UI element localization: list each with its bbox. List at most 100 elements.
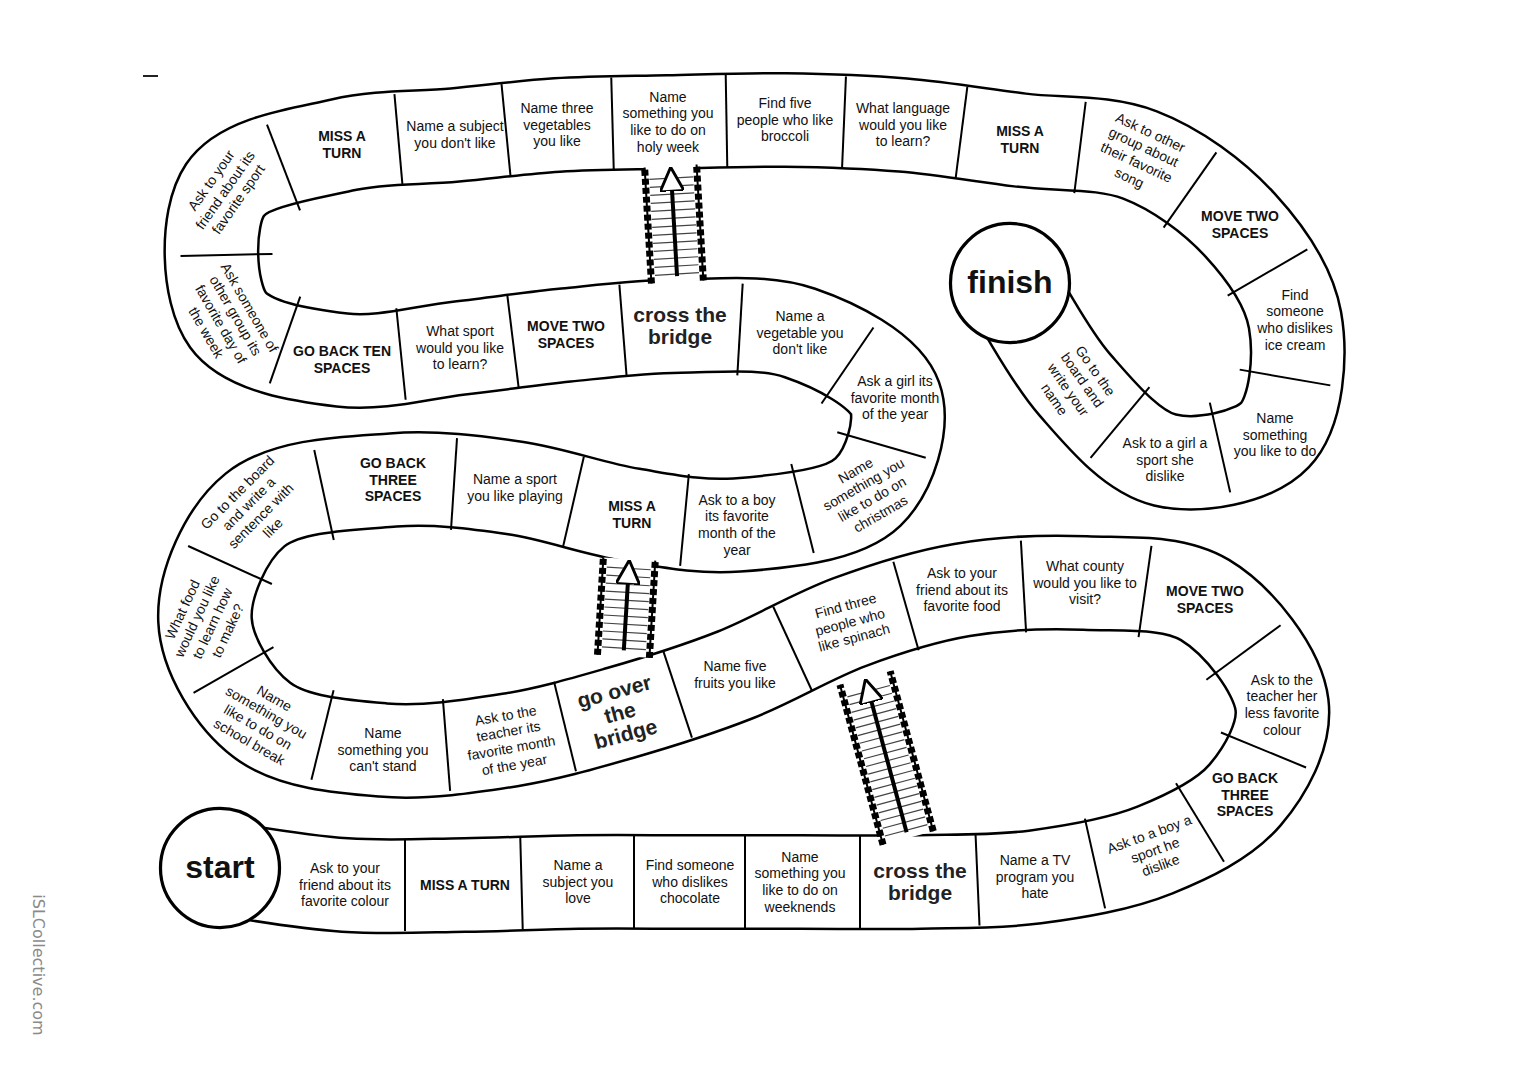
board-space: Ask someone of other group its favorite … bbox=[161, 248, 295, 392]
board-space: Name something you can't stand bbox=[330, 706, 436, 794]
space-divider bbox=[563, 457, 584, 547]
space-text: Ask to your friend about its favorite co… bbox=[295, 860, 395, 910]
stray-mark bbox=[143, 75, 158, 77]
bridge-rail-line bbox=[649, 561, 655, 658]
board-space: Name something you like to do on weeknen… bbox=[743, 838, 857, 926]
space-text: Ask someone of other group its favorite … bbox=[173, 258, 282, 381]
board-space: Ask to your friend about its favorite sp… bbox=[157, 119, 293, 261]
board-space: Name five fruits you like bbox=[683, 631, 787, 719]
bridge-rail-line bbox=[840, 685, 883, 845]
bridge-rail-line bbox=[597, 557, 603, 654]
space-divider bbox=[859, 836, 861, 928]
space-divider bbox=[837, 432, 925, 457]
space-divider bbox=[976, 834, 980, 926]
action-space: MOVE TWO SPACES bbox=[1150, 556, 1260, 644]
space-divider bbox=[443, 699, 450, 791]
bridge-arrow bbox=[671, 172, 677, 276]
action-space: GO BACK THREE SPACES bbox=[338, 436, 448, 524]
space-divider bbox=[404, 839, 406, 931]
space-text: MISS A TURN bbox=[420, 877, 510, 894]
space-divider bbox=[554, 682, 576, 771]
space-text: Ask to other group about their favorite … bbox=[1081, 104, 1200, 206]
board-space: Ask to the teacher its favorite month of… bbox=[445, 687, 575, 794]
circle-outline bbox=[160, 808, 279, 927]
space-divider bbox=[314, 450, 334, 540]
space-text: Find someone who dislikes chocolate bbox=[642, 857, 738, 907]
board-space: Name something you like to do on school … bbox=[192, 654, 333, 786]
board-space: Find three people who like spinach bbox=[788, 566, 911, 678]
bridge-rail bbox=[649, 561, 655, 658]
round-space: start bbox=[158, 806, 282, 930]
bridge-rail-line bbox=[697, 164, 704, 280]
space-divider bbox=[267, 125, 300, 211]
board-space: Name a subject you love bbox=[524, 838, 632, 926]
space-divider bbox=[520, 838, 522, 930]
action-space: MISS A TURN bbox=[582, 471, 682, 559]
board-space: Name something you like to do on christm… bbox=[799, 427, 937, 557]
board-space: Name a vegetable you don't like bbox=[745, 289, 855, 377]
space-text: Ask to a girl a sport she dislike bbox=[1120, 435, 1210, 485]
space-divider bbox=[893, 562, 918, 650]
space-text: MISS A TURN bbox=[298, 128, 386, 161]
space-text: What food would you like to learn how to… bbox=[156, 566, 253, 674]
bridge-space: cross the bridge bbox=[866, 838, 974, 926]
space-divider bbox=[619, 285, 626, 377]
track-ground bbox=[205, 120, 1298, 886]
action-space: MISS A TURN bbox=[970, 96, 1070, 184]
board-space: Ask a girl its favorite month of the yea… bbox=[844, 354, 946, 442]
round-space: finish bbox=[948, 221, 1072, 345]
space-text: Ask to your friend about its favorite sp… bbox=[176, 135, 274, 245]
space-text: Name something you can't stand bbox=[336, 725, 430, 775]
space-divider bbox=[791, 464, 813, 553]
board-space: Name a sport you like playing bbox=[457, 444, 573, 532]
space-text: Name a subject you don't like bbox=[406, 118, 504, 151]
bridge-space: go over the bridge bbox=[555, 656, 684, 769]
bridge-rail-line bbox=[890, 671, 933, 831]
space-divider bbox=[1221, 733, 1306, 768]
board-space: What language would you like to learn? bbox=[846, 81, 960, 169]
space-text: Find five people who like broccoli bbox=[736, 95, 834, 145]
space-text: Ask to your friend about its favorite fo… bbox=[909, 565, 1015, 615]
space-text: MOVE TWO SPACES bbox=[1156, 583, 1254, 616]
board-space: What county would you like to visit? bbox=[1027, 539, 1143, 627]
space-text: Find someone who dislikes ice cream bbox=[1253, 287, 1337, 353]
space-text: Name something you like to do on weeknen… bbox=[749, 849, 851, 915]
space-divider bbox=[396, 308, 405, 400]
space-divider bbox=[737, 284, 742, 376]
board-space: Ask to other group about their favorite … bbox=[1071, 91, 1210, 218]
bridge-arrow bbox=[867, 684, 907, 832]
space-text: Name a TV program you hate bbox=[989, 852, 1081, 902]
bridge-rail bbox=[645, 168, 652, 284]
bridge-arrow bbox=[624, 565, 629, 650]
board-space: Name a subject you don't like bbox=[400, 91, 510, 179]
space-divider bbox=[1074, 102, 1085, 193]
space-divider bbox=[633, 836, 635, 928]
space-text: Ask a girl its favorite month of the yea… bbox=[850, 373, 940, 423]
board-space: Name something you like to do on holy we… bbox=[611, 78, 725, 166]
bridge-rail-line bbox=[645, 168, 652, 284]
space-text: finish bbox=[967, 264, 1052, 302]
space-text: Name something you like to do on school … bbox=[202, 666, 322, 773]
space-divider bbox=[1139, 546, 1152, 637]
space-divider bbox=[726, 75, 728, 167]
space-text: Ask to a boy a sport he dislike bbox=[1103, 811, 1206, 889]
board-space: Ask to a girl a sport she dislike bbox=[1114, 416, 1216, 504]
board-space: Ask to your friend about its favorite fo… bbox=[903, 546, 1021, 634]
space-divider bbox=[744, 836, 746, 928]
bridge-deck bbox=[597, 557, 655, 657]
space-text: cross the bridge bbox=[872, 860, 968, 904]
circle-outline bbox=[950, 223, 1069, 342]
board-space: What sport would you like to learn? bbox=[407, 304, 513, 392]
space-text: MISS A TURN bbox=[976, 123, 1064, 156]
space-divider bbox=[394, 94, 402, 186]
board-space: Ask to a boy a sport he dislike bbox=[1091, 791, 1219, 909]
space-text: MOVE TWO SPACES bbox=[1194, 208, 1286, 241]
board-space: Name a TV program you hate bbox=[983, 833, 1087, 921]
space-text: Name a vegetable you don't like bbox=[751, 308, 849, 358]
bridge-rail bbox=[597, 557, 603, 654]
space-divider bbox=[1210, 403, 1230, 493]
board-space: What food would you like to learn how to… bbox=[144, 556, 266, 684]
action-space: GO BACK THREE SPACES bbox=[1197, 751, 1293, 839]
bridge-deck bbox=[645, 164, 704, 283]
action-space: MISS A TURN bbox=[292, 101, 392, 189]
